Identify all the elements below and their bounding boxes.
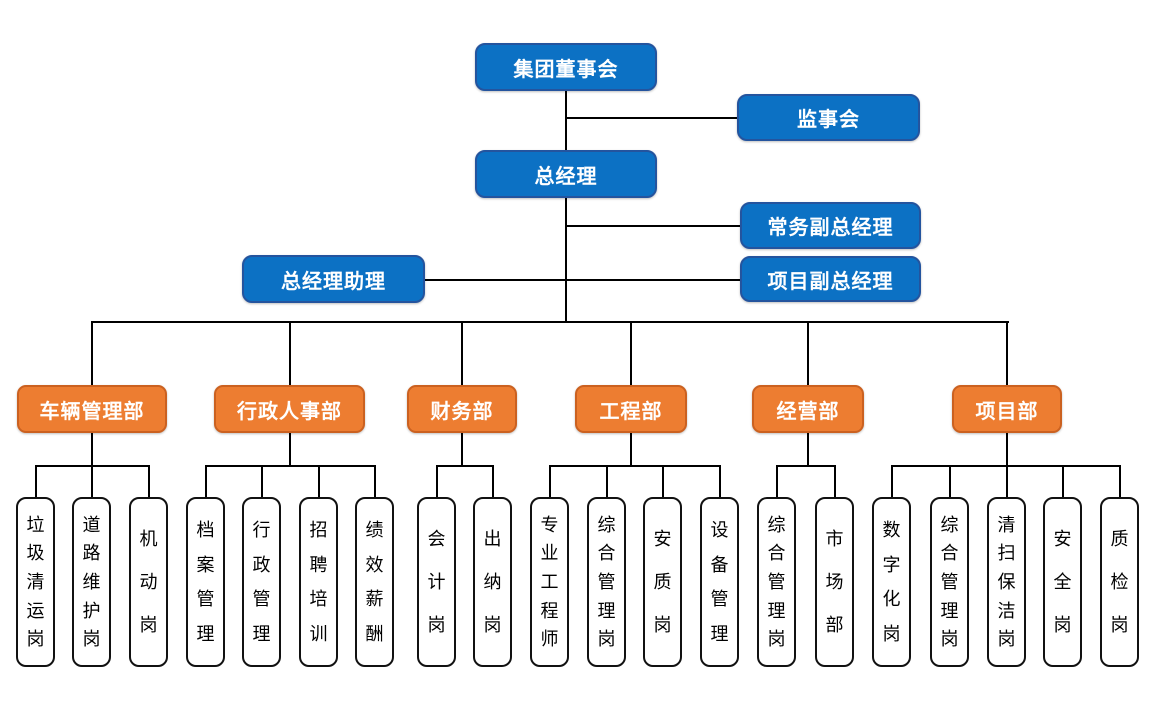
node-pos-quality-inspection: 质检岗 — [1100, 497, 1139, 667]
connector-assistant-deputy — [425, 279, 741, 281]
connector-gm-trunk — [565, 198, 567, 323]
connector-drop-dept5 — [807, 321, 809, 385]
connector-drop-pos — [1119, 465, 1121, 498]
node-dept-project: 项目部 — [952, 385, 1062, 433]
node-pos-accountant: 会计岗 — [417, 497, 456, 667]
connector-drop-pos — [436, 465, 438, 498]
node-dept-vehicle-management: 车辆管理部 — [17, 385, 167, 433]
connector-stem-dept5 — [807, 433, 809, 467]
node-pos-sweeping-cleaning: 清扫保洁岗 — [987, 497, 1026, 667]
node-pos-safety: 安全岗 — [1043, 497, 1082, 667]
node-pos-mobile: 机动岗 — [129, 497, 168, 667]
node-pos-equipment-management: 设备管理 — [700, 497, 739, 667]
node-dept-engineering: 工程部 — [575, 385, 687, 433]
connector-subline-dept4 — [550, 465, 721, 467]
connector-drop-pos — [949, 465, 951, 498]
node-pos-general-management-proj: 综合管理岗 — [930, 497, 969, 667]
connector-drop-dept6 — [1006, 321, 1008, 385]
connector-subline-dept3 — [437, 465, 494, 467]
connector-drop-pos — [35, 465, 37, 498]
node-pos-general-management-ops: 综合管理岗 — [757, 497, 796, 667]
connector-stem-dept1 — [91, 433, 93, 467]
connector-drop-pos — [205, 465, 207, 498]
connector-drop-dept2 — [289, 321, 291, 385]
connector-subline-dept1 — [36, 465, 150, 467]
node-pos-garbage-removal: 垃圾清运岗 — [16, 497, 55, 667]
node-pos-cashier: 出纳岗 — [473, 497, 512, 667]
connector-department-line — [92, 321, 1009, 323]
connector-drop-dept3 — [461, 321, 463, 385]
node-gm-assistant: 总经理助理 — [242, 255, 425, 303]
node-pos-admin-management: 行政管理 — [242, 497, 281, 667]
node-dept-admin-hr: 行政人事部 — [214, 385, 365, 433]
connector-drop-dept4 — [630, 321, 632, 385]
node-board: 集团董事会 — [475, 43, 657, 91]
node-pos-market: 市场部 — [815, 497, 854, 667]
connector-supervisory — [566, 117, 738, 119]
node-pos-recruiting-training: 招聘培训 — [299, 497, 338, 667]
node-pos-general-management-eng: 综合管理岗 — [587, 497, 626, 667]
connector-drop-pos — [1006, 465, 1008, 498]
connector-drop-pos — [776, 465, 778, 498]
node-dept-finance: 财务部 — [407, 385, 517, 433]
node-supervisory-board: 监事会 — [737, 94, 920, 141]
connector-subline-dept2 — [206, 465, 376, 467]
connector-drop-dept1 — [91, 321, 93, 385]
node-executive-deputy-gm: 常务副总经理 — [740, 202, 921, 249]
connector-drop-pos — [91, 465, 93, 498]
connector-drop-pos — [606, 465, 608, 498]
connector-stem-dept3 — [461, 433, 463, 467]
node-general-manager: 总经理 — [475, 150, 657, 198]
connector-drop-pos — [549, 465, 551, 498]
connector-stem-dept6 — [1006, 433, 1008, 467]
connector-drop-pos — [1062, 465, 1064, 498]
connector-board-gm — [565, 91, 567, 151]
connector-subline-dept5 — [777, 465, 836, 467]
connector-drop-pos — [261, 465, 263, 498]
connector-drop-pos — [662, 465, 664, 498]
connector-drop-pos — [318, 465, 320, 498]
connector-drop-pos — [719, 465, 721, 498]
node-project-deputy-gm: 项目副总经理 — [740, 256, 921, 302]
node-pos-professional-engineer: 专业工程师 — [530, 497, 569, 667]
connector-drop-pos — [148, 465, 150, 498]
connector-drop-pos — [492, 465, 494, 498]
connector-drop-pos — [891, 465, 893, 498]
node-pos-safety-quality: 安质岗 — [643, 497, 682, 667]
connector-stem-dept2 — [289, 433, 291, 467]
connector-drop-pos — [374, 465, 376, 498]
node-pos-archives-management: 档案管理 — [186, 497, 225, 667]
node-pos-performance-payroll: 绩效薪酬 — [355, 497, 394, 667]
node-dept-operations: 经营部 — [752, 385, 864, 433]
node-pos-road-maintenance: 道路维护岗 — [72, 497, 111, 667]
connector-stem-dept4 — [630, 433, 632, 467]
node-pos-digitalization: 数字化岗 — [872, 497, 911, 667]
connector-executive-deputy — [566, 225, 741, 227]
connector-drop-pos — [834, 465, 836, 498]
